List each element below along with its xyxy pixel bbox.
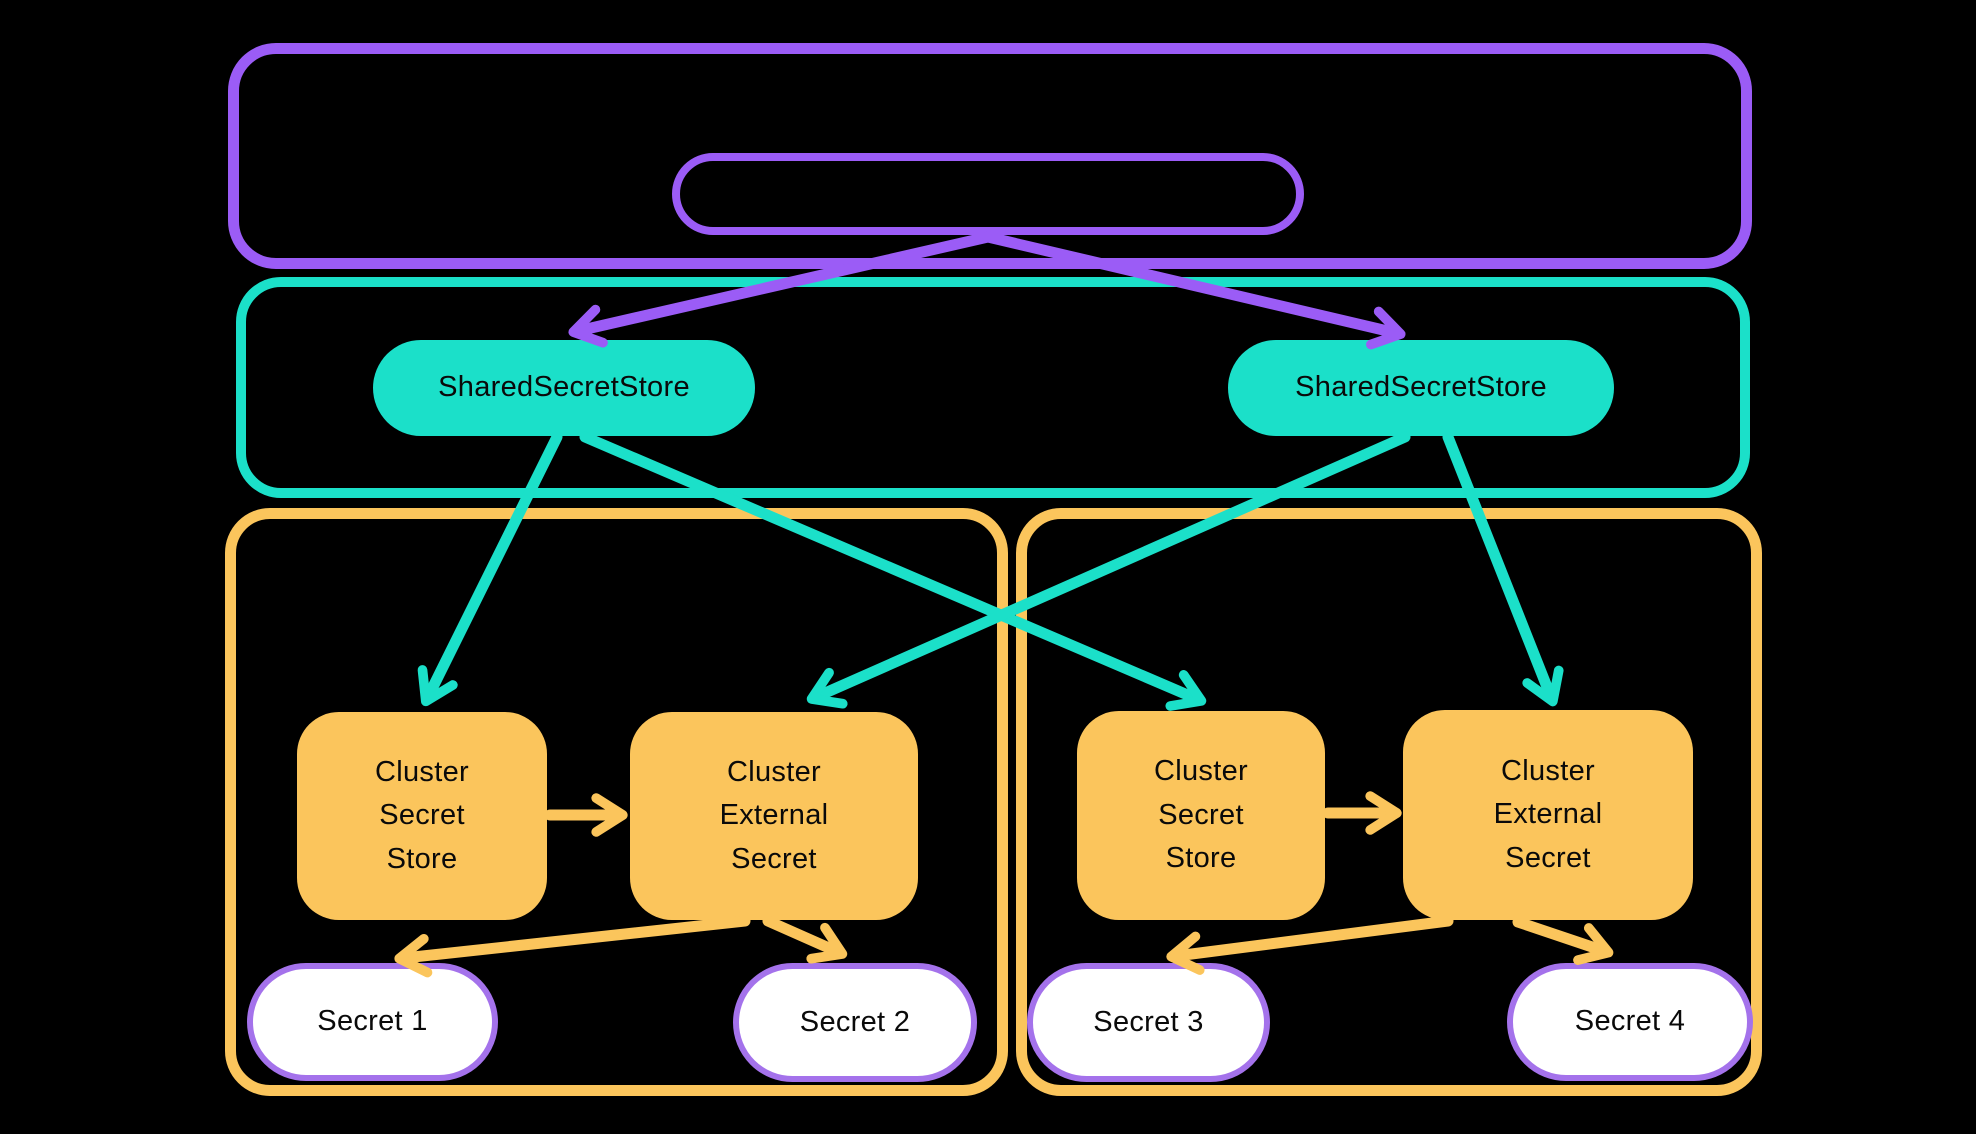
- cluster-box-2: [1016, 508, 1762, 1096]
- secret-pill-2: Secret 2: [733, 963, 977, 1082]
- shared-secret-store-pill-1: SharedSecretStore: [373, 340, 755, 436]
- management-pill: [672, 153, 1304, 235]
- arrow-shared-store-2-to-cluster-external-secret-1: [806, 431, 1411, 709]
- cluster-external-secret-node-1: Cluster External Secret: [630, 712, 918, 920]
- cluster-secret-store-node-1: Cluster Secret Store: [297, 712, 547, 920]
- cluster-secret-store-label: Cluster Secret Store: [1154, 755, 1248, 875]
- secret-label: Secret 4: [1574, 1005, 1686, 1038]
- arrow-ces2-to-secret-3: [1166, 915, 1454, 975]
- shared-secret-store-pill-2: SharedSecretStore: [1228, 340, 1614, 436]
- secret-pill-3: Secret 3: [1027, 963, 1270, 1082]
- secret-label: Secret 2: [799, 1005, 911, 1038]
- management-cluster-box: [228, 43, 1752, 269]
- arrow-ces1-to-secret-2: [762, 915, 848, 964]
- shared-secret-store-label: SharedSecretStore: [1295, 371, 1547, 404]
- arrow-shared-store-1-to-cluster-secret-store-1: [417, 431, 563, 707]
- arrow-shared-store-2-to-cluster-external-secret-2: [1442, 431, 1564, 707]
- cluster-secret-store-label: Cluster Secret Store: [375, 755, 469, 875]
- cluster-external-secret-label: Cluster External Secret: [1493, 754, 1603, 874]
- arrow-management-to-shared-store-1: [568, 231, 994, 348]
- cluster-box-1: [225, 508, 1008, 1096]
- arrow-management-to-shared-store-2: [982, 231, 1406, 350]
- secret-pill-4: Secret 4: [1507, 963, 1753, 1081]
- secret-pill-1: Secret 1: [247, 963, 498, 1081]
- secret-label: Secret 3: [1093, 1005, 1204, 1038]
- shared-stores-box: [236, 277, 1750, 498]
- arrow-shared-store-1-to-cluster-secret-store-2: [579, 431, 1207, 711]
- cluster-secret-store-node-2: Cluster Secret Store: [1077, 711, 1325, 920]
- cluster-external-secret-node-2: Cluster External Secret: [1403, 710, 1693, 920]
- cluster-external-secret-label: Cluster External Secret: [719, 755, 829, 875]
- arrow-ces1-to-secret-1: [394, 915, 751, 978]
- arrow-ces2-to-secret-4: [1512, 916, 1614, 965]
- secret-label: Secret 1: [317, 1005, 428, 1038]
- shared-secret-store-label: SharedSecretStore: [438, 371, 690, 404]
